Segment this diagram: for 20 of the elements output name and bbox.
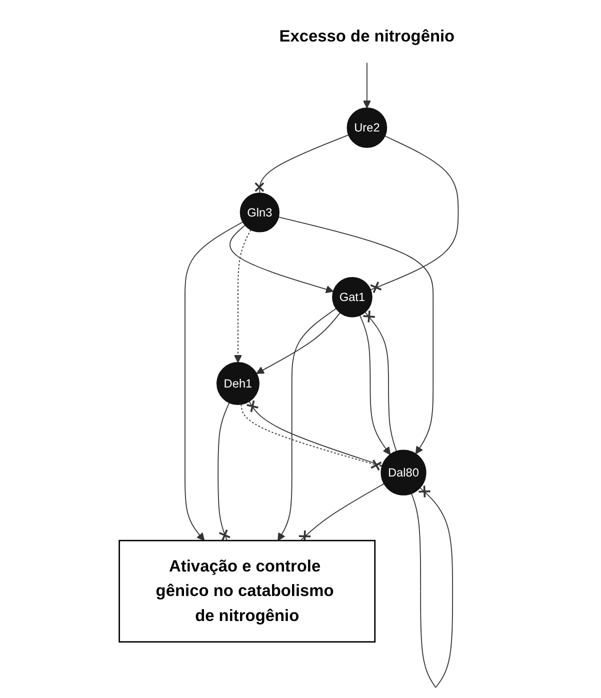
arrow: [184, 222, 244, 541]
node-circle: Ure2: [346, 108, 387, 148]
connector: [370, 136, 459, 294]
connector: [362, 310, 397, 452]
node-text: Excesso de nitrogênio: [279, 26, 454, 46]
connector: [410, 484, 453, 688]
arrow: [359, 314, 390, 455]
connector: [217, 402, 231, 542]
connector: [254, 134, 349, 194]
arrow: [277, 308, 336, 541]
arrow: [362, 62, 371, 108]
node-circle: Deh1: [216, 362, 260, 406]
arrow: [229, 224, 334, 294]
arrow: [278, 216, 434, 454]
node-circle: Dal80: [380, 450, 426, 496]
node-circle: Gln3: [240, 192, 280, 232]
arrow: [234, 229, 252, 363]
node-box: Ativação e controle gênico no catabolismo de nitrogênio: [118, 540, 376, 643]
arrow: [256, 312, 340, 374]
node-circle: Gat1: [332, 277, 372, 318]
